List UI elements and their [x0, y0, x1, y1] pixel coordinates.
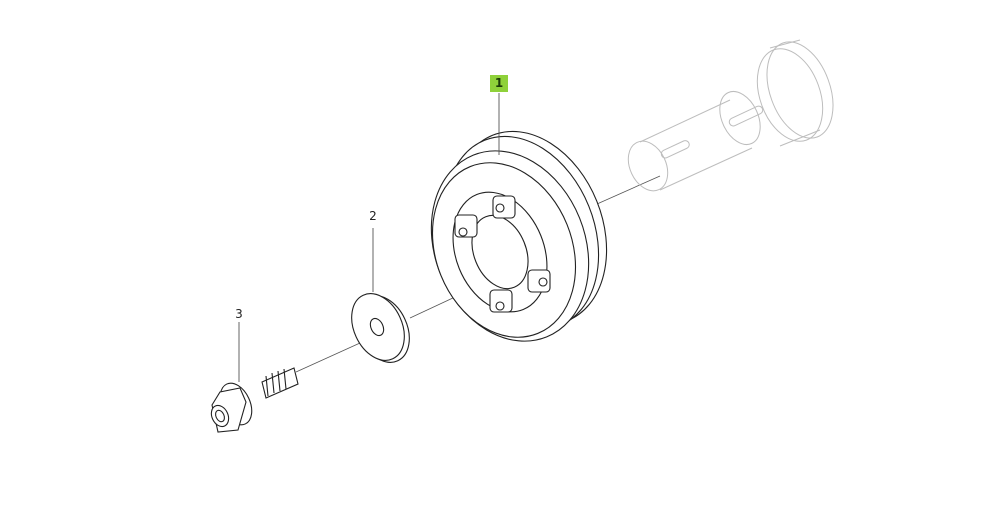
washer [351, 293, 410, 363]
callout-1-pulley[interactable]: 1 [490, 75, 508, 92]
callout-2-washer[interactable]: 2 [369, 209, 377, 223]
axis-line [295, 175, 661, 373]
bolt [210, 367, 299, 433]
leader-lines [238, 93, 500, 382]
callout-3-bolt[interactable]: 3 [235, 307, 243, 321]
pulley [430, 130, 608, 342]
shaft [627, 39, 834, 192]
